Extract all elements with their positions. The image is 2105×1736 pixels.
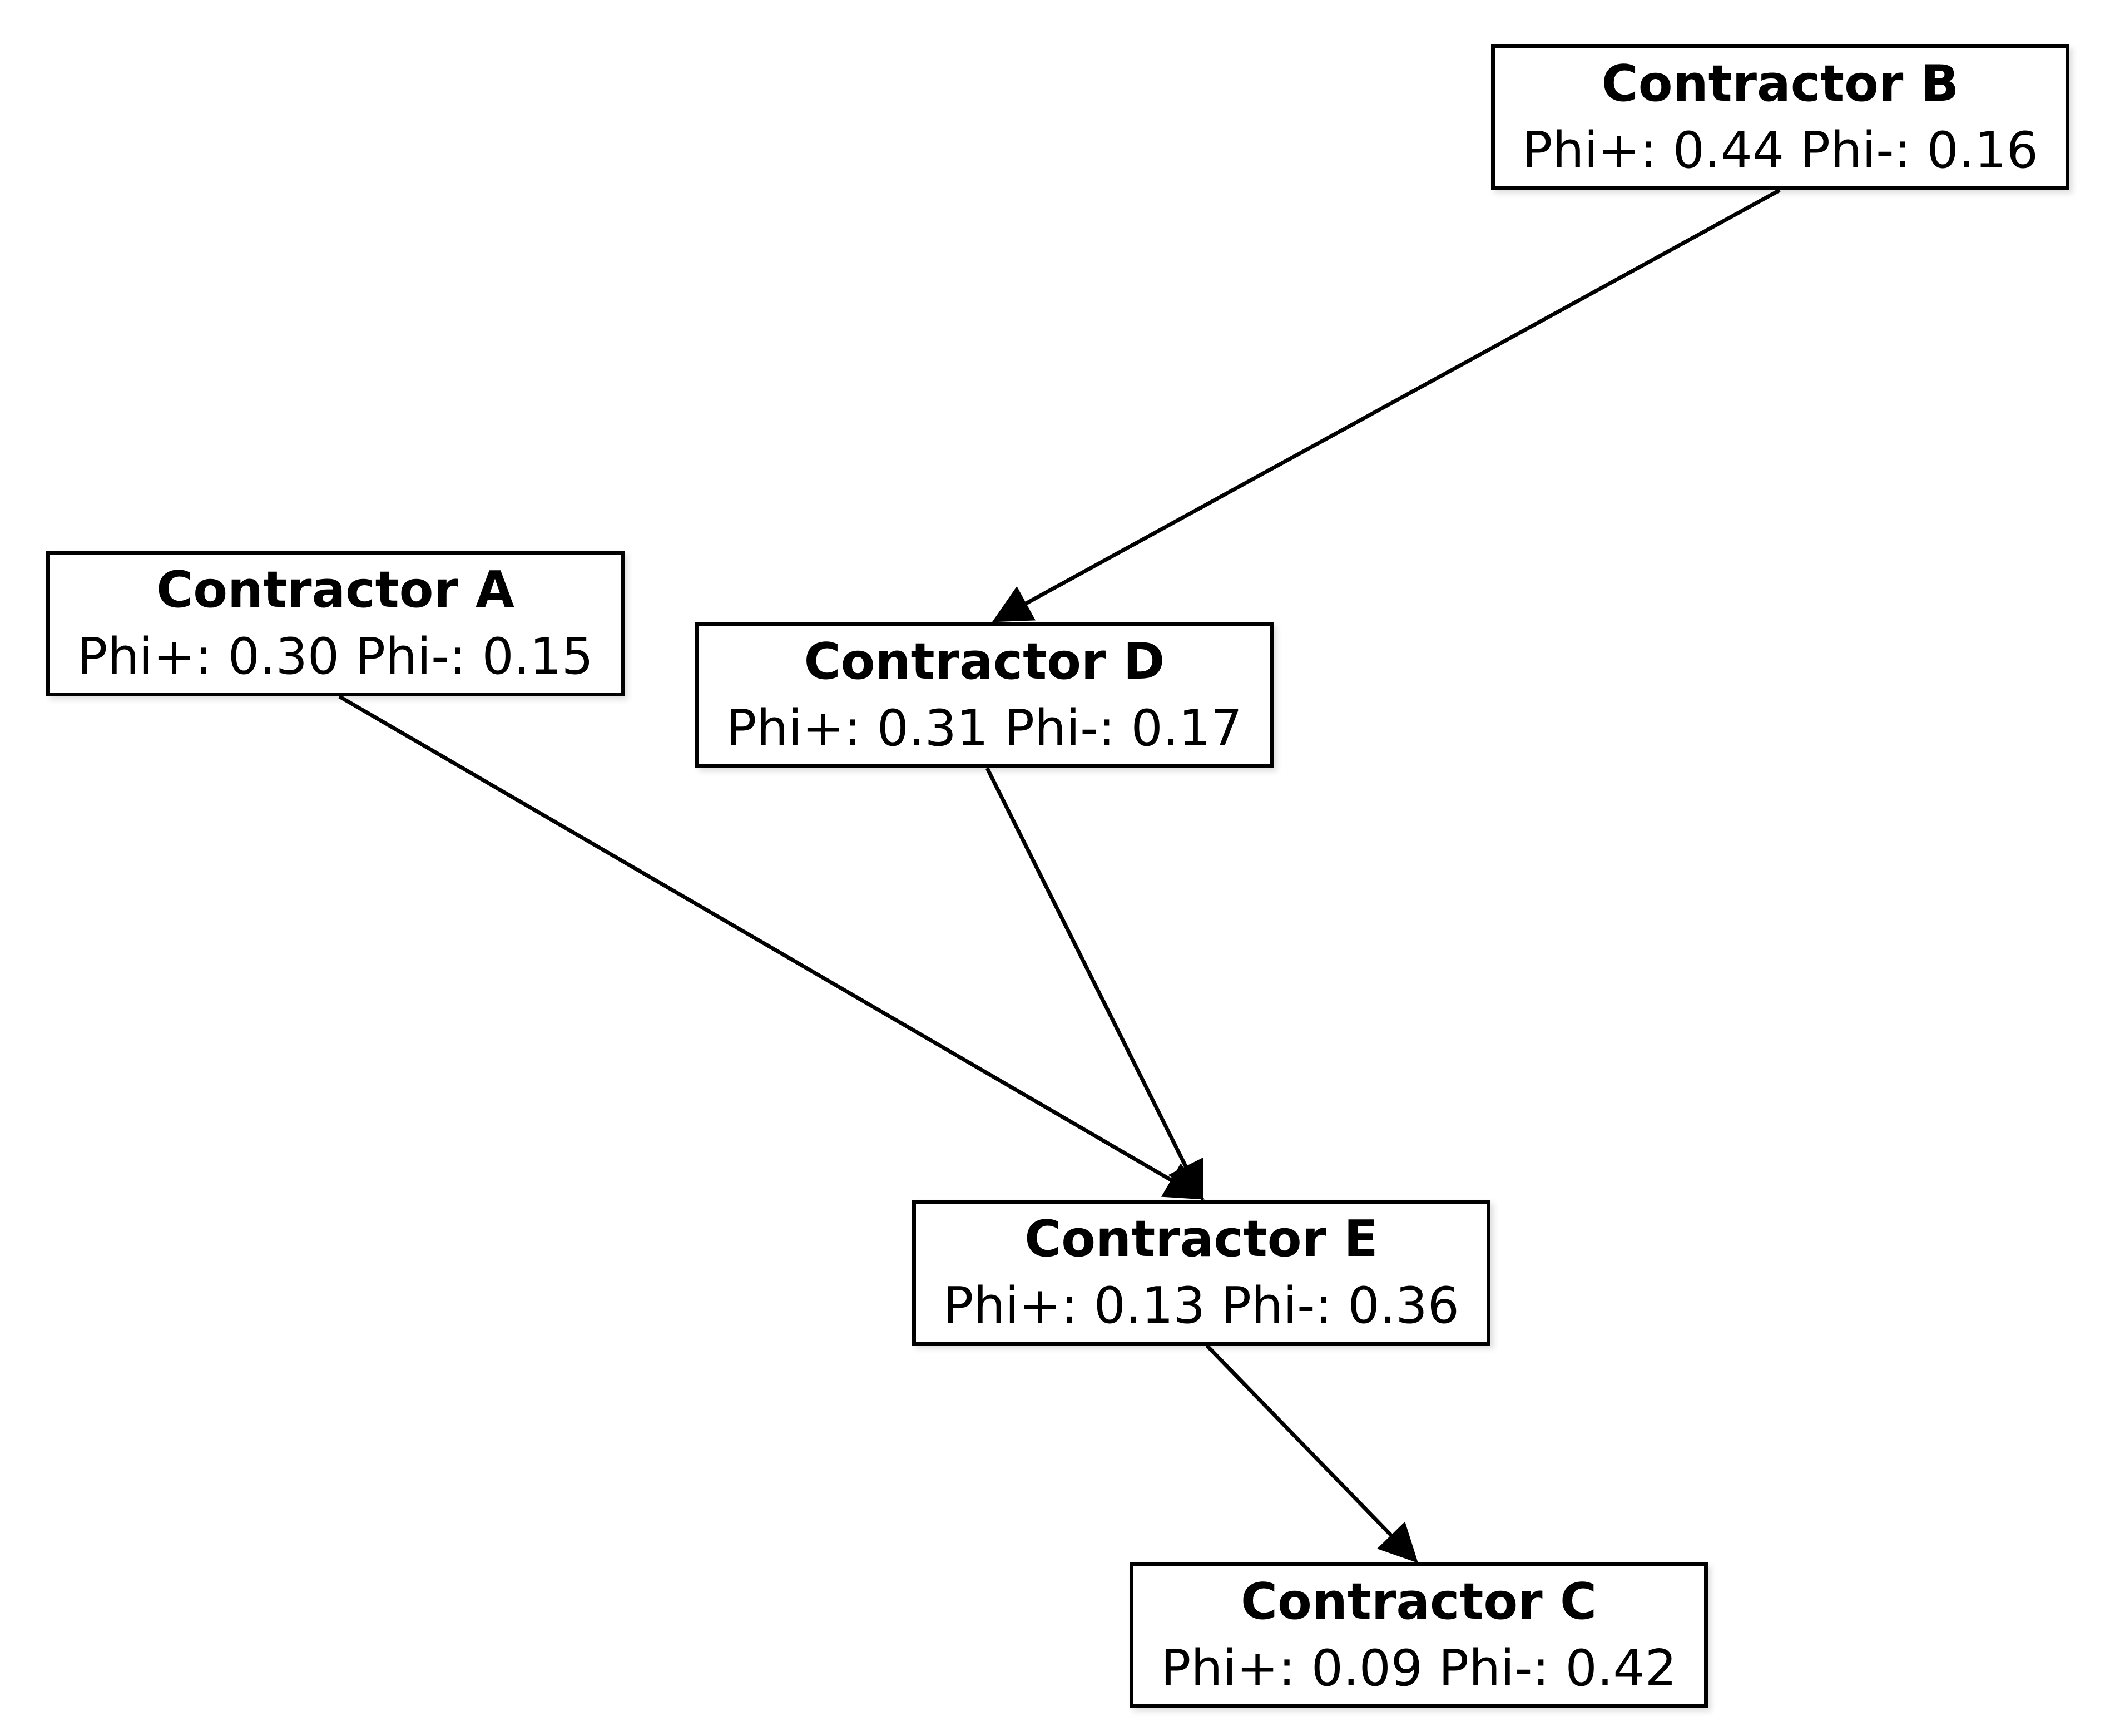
phi-plus-label: Phi+:	[77, 627, 212, 686]
node-title: Contractor E	[1024, 1210, 1378, 1268]
phi-minus-label: Phi-:	[1800, 121, 1911, 180]
phi-minus-value: 0.16	[1926, 121, 2038, 180]
edge-b-to-d	[992, 188, 1781, 622]
edge-d-to-e	[985, 767, 1203, 1201]
phi-plus-label: Phi+:	[1522, 121, 1657, 180]
node-title: Contractor B	[1601, 55, 1959, 113]
node-values: Phi+: 0.44 Phi-: 0.16	[1522, 117, 2038, 184]
phi-plus-value: 0.44	[1672, 121, 1785, 180]
phi-minus-value: 0.42	[1565, 1639, 1677, 1698]
node-values: Phi+: 0.09 Phi-: 0.42	[1161, 1635, 1677, 1702]
phi-plus-label: Phi+:	[726, 699, 861, 758]
phi-plus-value: 0.13	[1093, 1277, 1206, 1335]
edge-a-to-e	[338, 694, 1205, 1200]
node-values: Phi+: 0.30 Phi-: 0.15	[77, 624, 593, 690]
phi-plus-value: 0.30	[227, 627, 340, 686]
node-title: Contractor C	[1240, 1572, 1597, 1631]
edge-e-to-c	[1205, 1344, 1418, 1564]
node-contractor-a: Contractor A Phi+: 0.30 Phi-: 0.15	[46, 551, 625, 696]
phi-plus-label: Phi+:	[943, 1277, 1078, 1335]
phi-minus-label: Phi-:	[1438, 1639, 1549, 1698]
node-values: Phi+: 0.13 Phi-: 0.36	[943, 1273, 1459, 1339]
node-contractor-d: Contractor D Phi+: 0.31 Phi-: 0.17	[695, 622, 1274, 768]
node-title: Contractor D	[804, 632, 1165, 691]
phi-plus-value: 0.09	[1311, 1639, 1423, 1698]
phi-minus-label: Phi-:	[1221, 1277, 1332, 1335]
phi-plus-label: Phi+:	[1161, 1639, 1296, 1698]
node-contractor-b: Contractor B Phi+: 0.44 Phi-: 0.16	[1491, 44, 2069, 190]
phi-plus-value: 0.31	[876, 699, 989, 758]
node-contractor-e: Contractor E Phi+: 0.13 Phi-: 0.36	[912, 1200, 1490, 1346]
node-contractor-c: Contractor C Phi+: 0.09 Phi-: 0.42	[1130, 1562, 1708, 1708]
node-values: Phi+: 0.31 Phi-: 0.17	[726, 695, 1242, 762]
phi-minus-value: 0.17	[1131, 699, 1242, 758]
phi-minus-label: Phi-:	[355, 627, 466, 686]
node-title: Contractor A	[156, 561, 514, 619]
phi-minus-value: 0.15	[482, 627, 593, 686]
phi-minus-label: Phi-:	[1004, 699, 1115, 758]
phi-minus-value: 0.36	[1348, 1277, 1459, 1335]
